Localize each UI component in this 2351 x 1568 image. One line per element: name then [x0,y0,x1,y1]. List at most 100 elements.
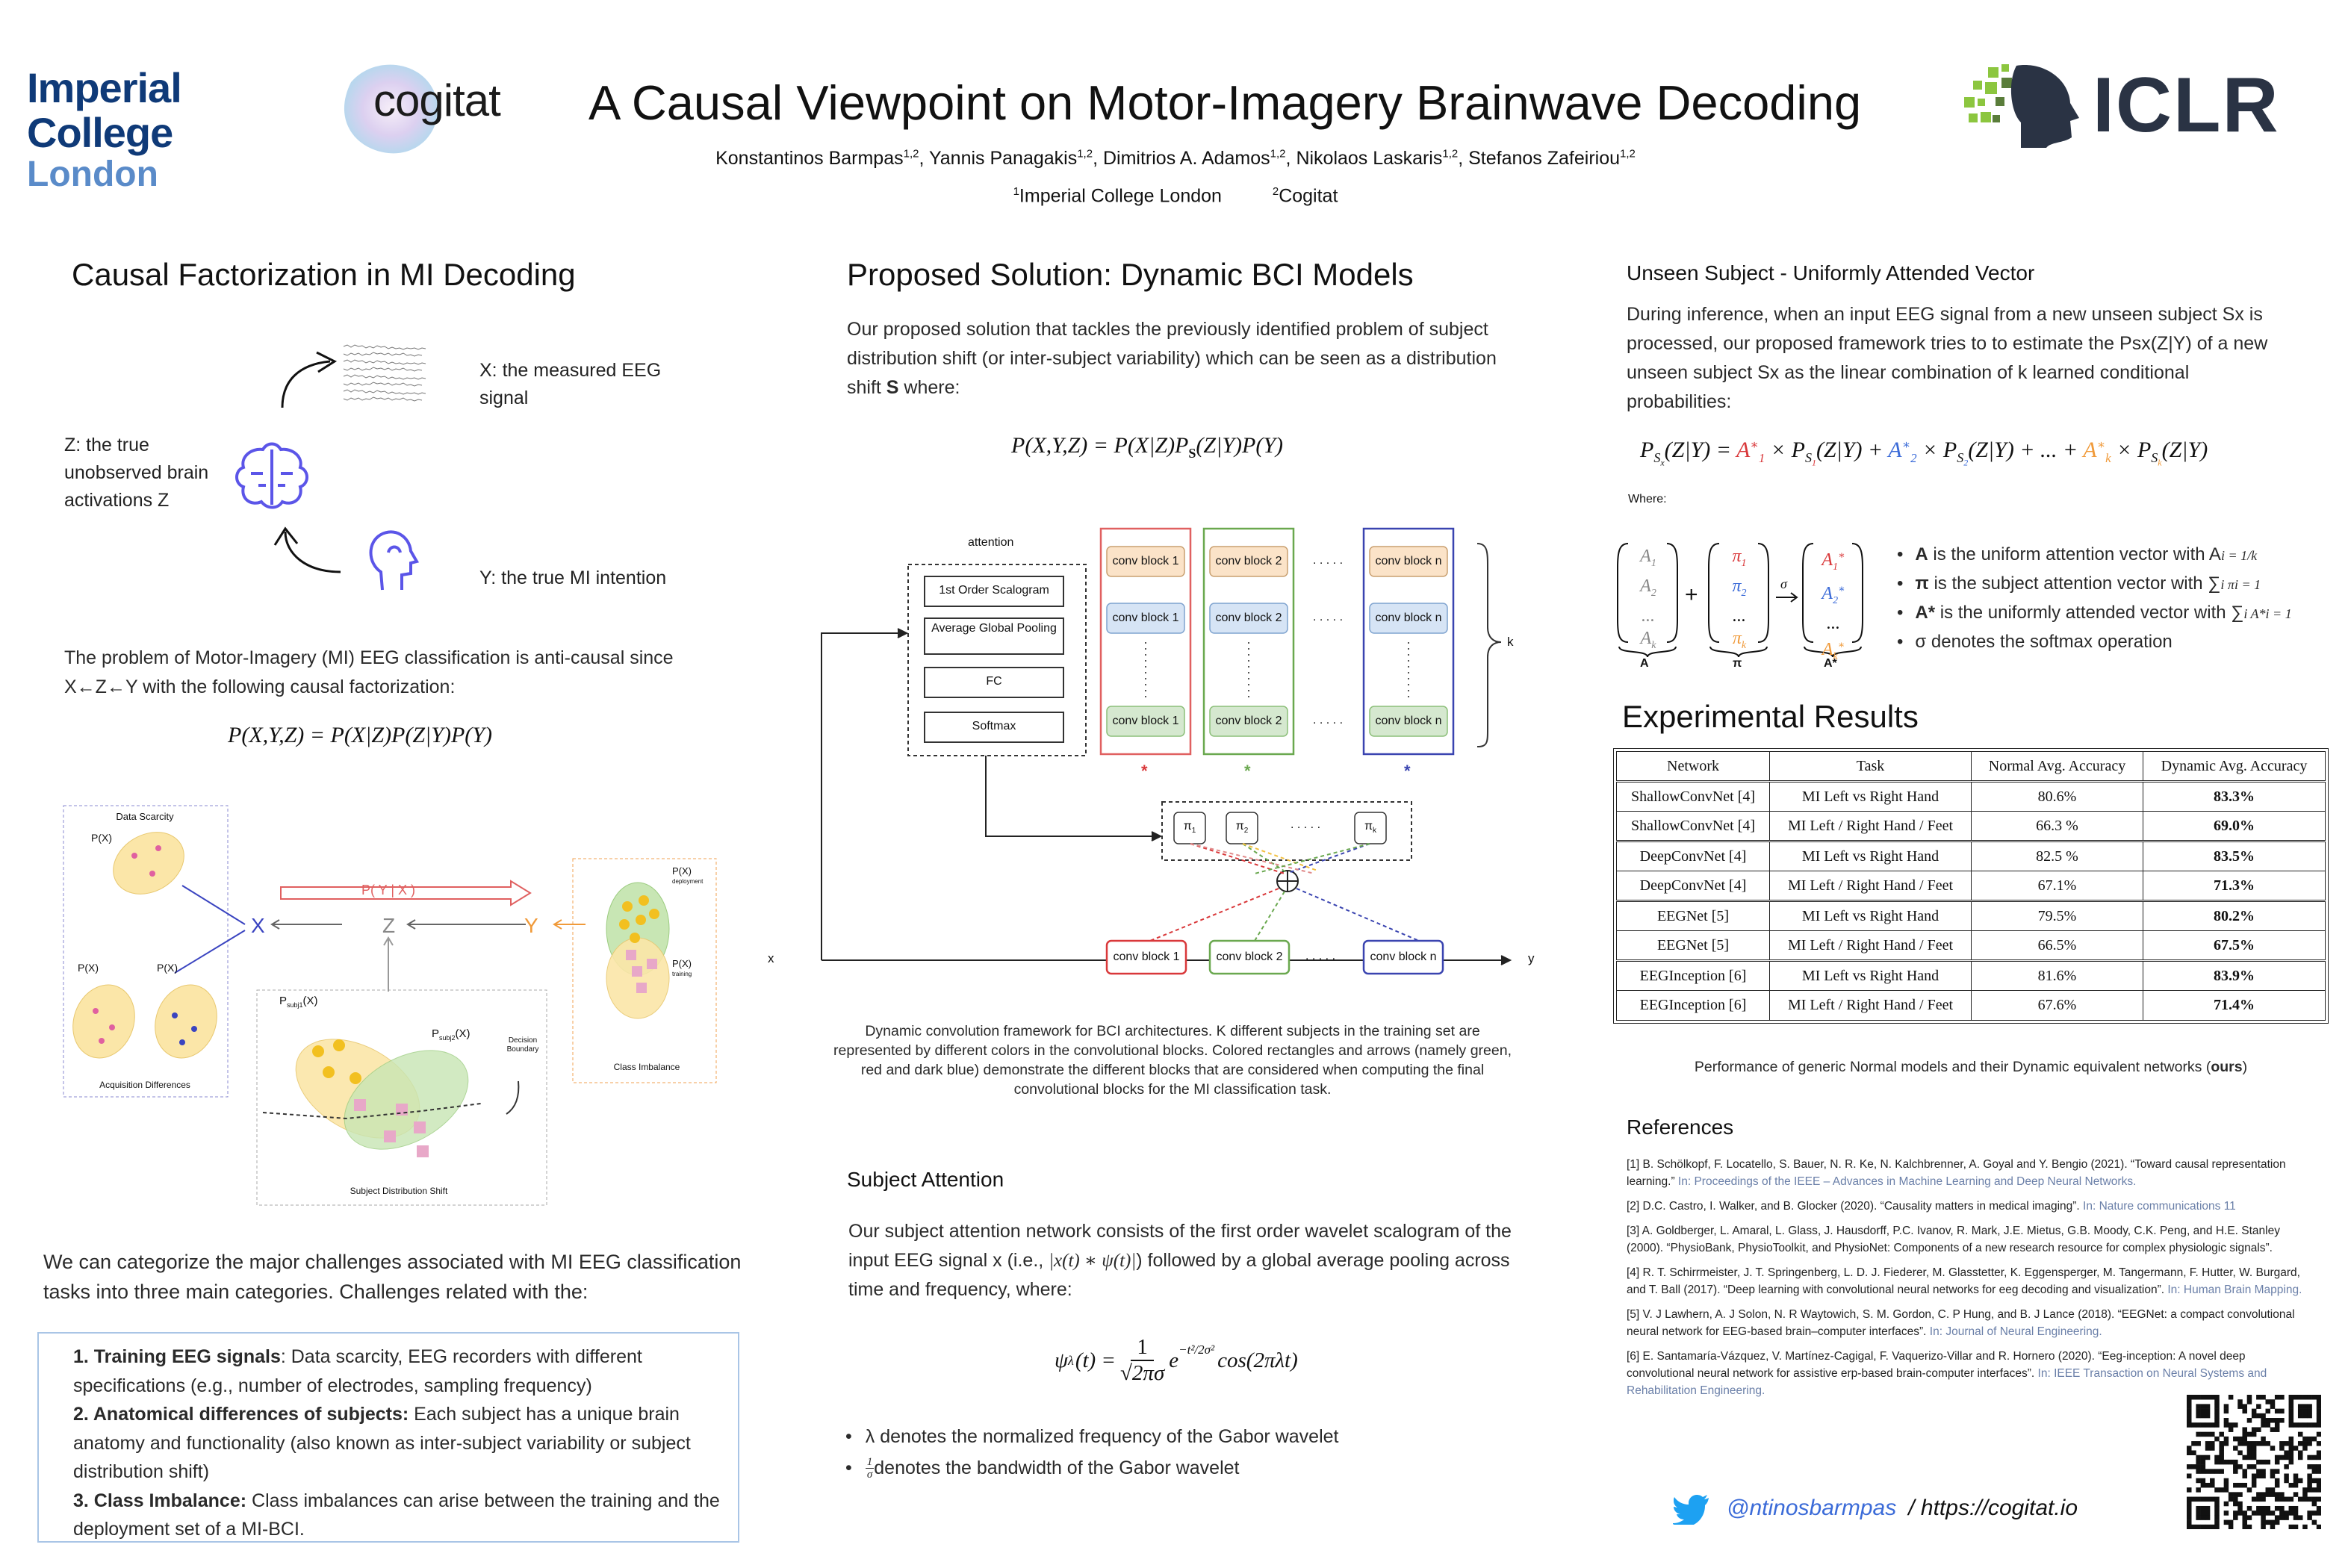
star-red: * [1141,762,1148,780]
qr-code-svg [2187,1395,2322,1530]
cell-dynamic-accuracy: 69.0% [2143,811,2326,841]
p-subj2-label: Psubj2(X) [432,1027,470,1042]
iclr-logo: ICLR [1958,60,2309,149]
dynamic-conv-figure-svg [821,527,1512,975]
cell-network: DeepConvNet [4] [1616,840,1770,871]
cell-dynamic-accuracy: 83.9% [2143,959,2326,991]
cell-dynamic-accuracy: 71.4% [2143,990,2326,1021]
cell-normal-accuracy: 66.5% [1971,930,2143,961]
author-affiliation-sup: 1,2 [1620,148,1636,161]
table-row: DeepConvNet [4]MI Left / Right Hand / Fe… [1616,871,2326,901]
author-list: Konstantinos Barmpas1,2, Yannis Panagaki… [715,148,1636,169]
matrix-brackets-svg [1617,543,1863,658]
cell-normal-accuracy: 82.5 % [1971,840,2143,871]
proposed-equation: P(X,Y,Z) = P(X|Z)PS(Z|Y)P(Y) [1011,433,1283,461]
unseen-equation: PSx(Z|Y) = A∗1 × PS1(Z|Y) + A∗2 × PS2(Z|… [1640,438,2208,468]
aff1-sup: 1 [1013,185,1019,198]
challenges-diagram-svg [63,805,717,1206]
conv-block-2-a: conv block 2 [1215,555,1282,567]
conv-block-1-a: conv block 1 [1112,555,1179,567]
iclr-head-pixels-icon [1964,64,2079,148]
px-label-2: P(X) [78,962,99,974]
categorize-text: We can categorize the major challenges a… [43,1251,742,1303]
p-subj1-label: Psubj1(X) [279,995,318,1009]
challenge-1: 1. Training EEG signals: Data scarcity, … [73,1346,642,1396]
author-name: Yannis Panagakis [928,148,1078,169]
footer-links: @ntinosbarmpas / https://cogitat.io [1673,1492,2078,1525]
label-astar: A* [1824,657,1837,670]
author-name: Konstantinos Barmpas [715,148,904,169]
scalogram-box: 1st Order Scalogram [939,584,1049,597]
dots-2: . . . . . [1313,611,1344,623]
challenges-box: 1. Training EEG signals: Data scarcity, … [37,1332,739,1543]
cell-task: MI Left vs Right Hand [1769,959,1972,991]
px-training-label: P(X)training [672,958,692,978]
imperial-logo-line1: Imperial College [27,64,182,156]
star-green: * [1244,762,1251,780]
website-link[interactable]: / https://cogitat.io [1908,1496,2078,1520]
attention-label: attention [968,536,1014,549]
conv-block-1-c: conv block 1 [1112,715,1179,727]
poster-title: A Causal Viewpoint on Motor-Imagery Brai… [588,75,1862,130]
proposed-solution-title: Proposed Solution: Dynamic BCI Models [847,257,1414,292]
results-table-wrap: Network Task Normal Avg. Accuracy Dynami… [1613,748,2329,1024]
dots-1: . . . . . [1313,554,1344,567]
references-list: [1] B. Schölkopf, F. Locatello, S. Bauer… [1627,1156,2305,1407]
references-title: References [1627,1116,1734,1139]
table-row: EEGInception [6]MI Left / Right Hand / F… [1616,990,2326,1021]
cell-normal-accuracy: 81.6% [1971,959,2143,991]
cell-normal-accuracy: 67.1% [1971,871,2143,901]
px-deployment-label: P(X)deployment [672,865,704,886]
where-bullet-2: •π is the subject attention vector with … [1897,573,2261,594]
conv-block-1-b: conv block 1 [1112,612,1179,624]
challenge-2: 2. Anatomical differences of subjects: E… [73,1404,691,1482]
table-header-row: Network Task Normal Avg. Accuracy Dynami… [1616,751,2326,782]
causal-factorization-equation: P(X,Y,Z) = P(X|Z)P(Z|Y)P(Y) [228,723,492,747]
cell-normal-accuracy: 80.6% [1971,780,2143,812]
affiliation-cogitat: Cogitat [1279,185,1338,207]
head-silhouette-icon [369,530,420,591]
author-name: Dimitrios A. Adamos [1102,148,1270,169]
cogitat-blob-icon [344,64,438,154]
px-label-1: P(X) [91,832,112,844]
star-blue: * [1404,762,1411,780]
cell-dynamic-accuracy: 80.2% [2143,900,2326,931]
twitter-handle-link[interactable]: @ntinosbarmpas [1727,1496,1897,1520]
reference-item: [3] A. Goldberger, L. Amaral, L. Glass, … [1627,1225,2280,1254]
author-affiliation-sup: 1,2 [903,148,919,161]
where-label: Where: [1628,493,1667,505]
table-header-network: Network [1616,751,1770,782]
qr-code[interactable] [2187,1395,2322,1530]
cell-network: EEGInception [6] [1616,959,1770,991]
reference-item: [4] R. T. Schirrmeister, J. T. Springenb… [1627,1266,2302,1296]
cell-network: ShallowConvNet [4] [1616,780,1770,812]
cell-task: MI Left / Right Hand / Feet [1769,871,1972,901]
cell-normal-accuracy: 66.3 % [1971,811,2143,841]
challenge-3: 3. Class Imbalance: Class imbalances can… [73,1490,720,1540]
softmax-box: Softmax [972,720,1016,732]
decision-boundary-label: Decision Boundary [506,1036,539,1054]
subject-attention-title: Subject Attention [847,1168,1004,1191]
imperial-logo-line2: London [27,155,158,194]
twitter-icon[interactable] [1673,1492,1712,1525]
pyx-label: P( Y | X ) [361,883,416,897]
author-name: Stefanos Zafeiriou [1468,148,1621,169]
affiliation-imperial: Imperial College London [1019,185,1222,207]
cell-network: EEGInception [6] [1616,990,1770,1021]
table-header-normal: Normal Avg. Accuracy [1971,751,2143,782]
cell-dynamic-accuracy: 71.3% [2143,871,2326,901]
unseen-subject-title: Unseen Subject - Uniformly Attended Vect… [1627,261,2035,284]
affiliations-line: 1Imperial College London 2Cogitat [0,185,2351,207]
cogitat-logo: cogitat [329,52,538,164]
table-row: ShallowConvNet [4]MI Left / Right Hand /… [1616,811,2326,841]
where-bullet-3: •A* is the uniformly attended vector wit… [1897,603,2292,623]
gabor-bullet-1: •λ denotes the normalized frequency of t… [845,1426,1339,1447]
where-bullet-4: •σ denotes the softmax operation [1897,632,2173,652]
cell-dynamic-accuracy: 83.5% [2143,840,2326,871]
class-imbalance-label: Class Imbalance [613,1062,680,1072]
